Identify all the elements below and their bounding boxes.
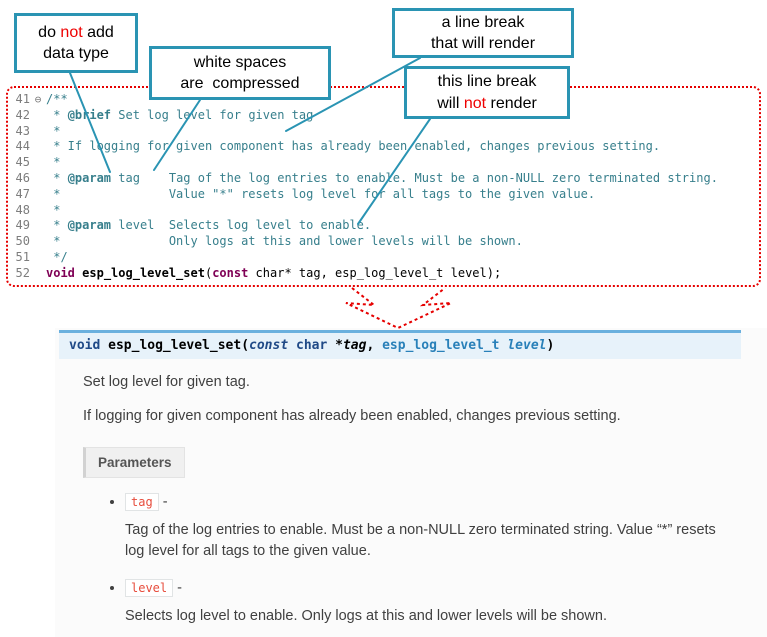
fold-marker-icon xyxy=(30,218,46,234)
parameter-item: tag - Tag of the log entries to enable. M… xyxy=(125,492,767,562)
doc-content: Set log level for given tag. If logging … xyxy=(83,372,767,627)
fold-marker-icon xyxy=(30,250,46,266)
fold-marker-icon: ⊖ xyxy=(34,93,42,106)
code-text: * xyxy=(46,155,61,170)
rendered-docs: void esp_log_level_set(const char *tag, … xyxy=(55,328,767,637)
fold-marker-icon xyxy=(30,139,46,155)
parameter-dash: - xyxy=(158,494,168,510)
callout-no-datatype: do not add data type xyxy=(14,13,138,73)
fold-marker-icon xyxy=(30,124,46,140)
code-text: * xyxy=(46,123,61,138)
line-number: 45 xyxy=(15,155,30,170)
code-line: 52 void esp_log_level_set(const char* tag… xyxy=(8,266,759,282)
line-number: 41 xyxy=(15,92,30,106)
line-number: 47 xyxy=(15,186,30,201)
code-line: 49 * @param level Selects log level to e… xyxy=(8,218,759,234)
code-text: * If logging for given component has alr… xyxy=(46,139,661,154)
code-text: * Value "*" resets log level for all tag… xyxy=(46,186,596,201)
parameter-name-code: level xyxy=(125,579,174,597)
line-number: 50 xyxy=(15,234,30,249)
parameter-name-code: tag xyxy=(125,493,159,511)
fold-marker-icon xyxy=(30,266,46,282)
line-number: 44 xyxy=(15,139,30,154)
fold-marker-icon xyxy=(30,108,46,124)
code-text: * @brief Set log level for given tag xyxy=(46,107,314,122)
code-line: 46 * @param tag Tag of the log entries t… xyxy=(8,171,759,187)
red-word-not: not xyxy=(60,23,83,41)
code-text: * @param tag Tag of the log entries to e… xyxy=(46,170,718,185)
parameter-item: level - Selects log level to enable. Only… xyxy=(125,578,767,627)
parameter-dash: - xyxy=(173,580,182,596)
fold-marker-icon xyxy=(30,187,46,203)
code-line: 42 * @brief Set log level for given tag xyxy=(8,108,759,124)
parameter-description: Selects log level to enable. Only logs a… xyxy=(125,608,607,624)
code-line: 47 * Value "*" resets log level for all … xyxy=(8,187,759,203)
fold-marker-icon xyxy=(30,171,46,187)
callout-no-datatype-text: do not add data type xyxy=(38,23,114,62)
parameter-description: Tag of the log entries to enable. Must b… xyxy=(125,522,716,559)
code-line: 51 */ xyxy=(8,250,759,266)
callout-break-render-text: a line break that will render xyxy=(430,13,536,52)
code-line: 45 * xyxy=(8,155,759,171)
function-signature: void esp_log_level_set(const char *tag, … xyxy=(59,330,741,359)
code-line: 50 * Only logs at this and lower levels … xyxy=(8,234,759,250)
code-text: * @param level Selects log level to enab… xyxy=(46,218,372,233)
callout-line-break-not-render: this line break will not render xyxy=(404,66,570,119)
fold-marker-icon xyxy=(30,234,46,250)
line-number: 42 xyxy=(15,107,30,122)
code-line: 41 ⊖ /** xyxy=(8,92,759,108)
line-number: 52 xyxy=(15,265,30,280)
callout-whitespace-compressed: white spaces are compressed xyxy=(149,46,331,100)
code-text: * xyxy=(46,202,61,217)
parameter-list: tag - Tag of the log entries to enable. M… xyxy=(107,492,767,627)
callout-whitespace-text: white spaces are compressed xyxy=(180,53,300,92)
code-text: /** xyxy=(46,92,68,106)
doc-brief: Set log level for given tag. xyxy=(83,374,250,390)
code-line: 43 * xyxy=(8,124,759,140)
code-text: */ xyxy=(46,249,68,264)
code-lines: 41 ⊖ /** 42 * @brief Set log level for give… xyxy=(8,92,759,282)
line-number: 43 xyxy=(15,123,30,138)
code-text: * Only logs at this and lower levels wil… xyxy=(46,234,523,249)
doc-description: If logging for given component has alrea… xyxy=(83,408,621,424)
fold-marker-icon xyxy=(30,155,46,171)
line-number: 49 xyxy=(15,218,30,233)
code-line: 44 * If logging for given component has … xyxy=(8,139,759,155)
code-line: 48 * xyxy=(8,203,759,219)
code-editor: 41 ⊖ /** 42 * @brief Set log level for give… xyxy=(6,86,761,287)
code-text: void esp_log_level_set(const char* tag, … xyxy=(46,265,502,280)
fold-marker-icon xyxy=(30,203,46,219)
dotted-down-arrow-icon xyxy=(345,287,452,330)
parameters-heading: Parameters xyxy=(83,447,185,478)
line-number: 51 xyxy=(15,249,30,264)
callout-line-break-renders: a line break that will render xyxy=(392,8,574,58)
line-number: 46 xyxy=(15,170,30,185)
callout-break-norender-text: this line break will not render xyxy=(437,73,537,112)
line-number: 48 xyxy=(15,202,30,217)
red-word-not: not xyxy=(463,94,487,112)
